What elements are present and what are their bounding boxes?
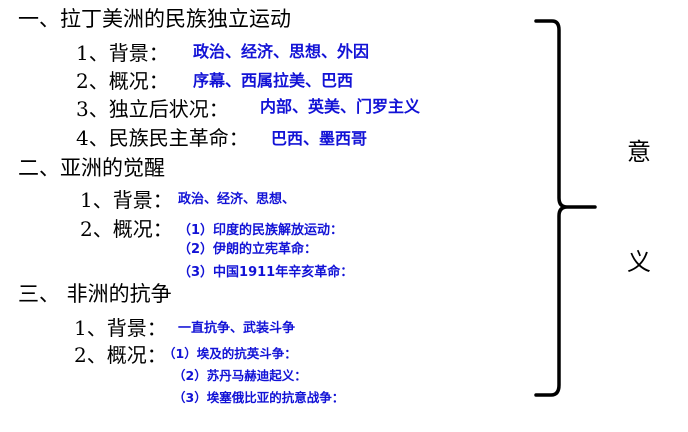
section-3-sub-3: （3）埃塞俄比亚的抗意战争： xyxy=(173,390,345,405)
section-2-item-1-label: 1、背景： xyxy=(80,188,173,212)
section-3-item-1-label: 1、背景： xyxy=(74,316,167,340)
section-2-sub-1: （1）印度的民族解放运动： xyxy=(178,223,344,238)
section-1-item-1-content: 政治、经济、思想、外因 xyxy=(193,42,370,61)
section-1-item-4-label: 4、民族民主革命： xyxy=(76,126,249,150)
section-1-item-3-content: 内部、英美、门罗主义 xyxy=(260,97,421,116)
section-2-item-2-label: 2、概况： xyxy=(80,217,173,241)
section-1-item-3-label: 3、独立后状况： xyxy=(76,97,229,121)
significance-char-2: 义 xyxy=(627,248,651,276)
section-3-sub-2: （2）苏丹马赫迪起义： xyxy=(173,368,307,383)
section-1-title: 一、拉丁美洲的民族独立运动 xyxy=(18,7,291,31)
section-2-sub-3: （3）中国1911年辛亥革命： xyxy=(178,265,354,280)
significance-char-1: 意 xyxy=(627,138,651,166)
section-1-item-1-label: 1、背景： xyxy=(76,41,169,65)
section-1-item-4-content: 巴西、墨西哥 xyxy=(271,129,368,148)
section-3-item-2-label: 2、概况： xyxy=(74,343,167,367)
section-2-title: 二、亚洲的觉醒 xyxy=(18,156,165,180)
section-3-title: 三、 非洲的抗争 xyxy=(18,282,172,306)
section-3-item-1-content: 一直抗争、武装斗争 xyxy=(178,321,296,336)
section-2-sub-2: （2）伊朗的立宪革命： xyxy=(178,242,318,257)
section-3-sub-1: （1）埃及的抗英斗争： xyxy=(163,346,297,361)
section-1-item-2-label: 2、概况： xyxy=(76,69,169,93)
section-1-item-2-content: 序幕、西属拉美、巴西 xyxy=(193,71,354,90)
section-2-item-1-content: 政治、经济、思想、 xyxy=(178,192,296,207)
